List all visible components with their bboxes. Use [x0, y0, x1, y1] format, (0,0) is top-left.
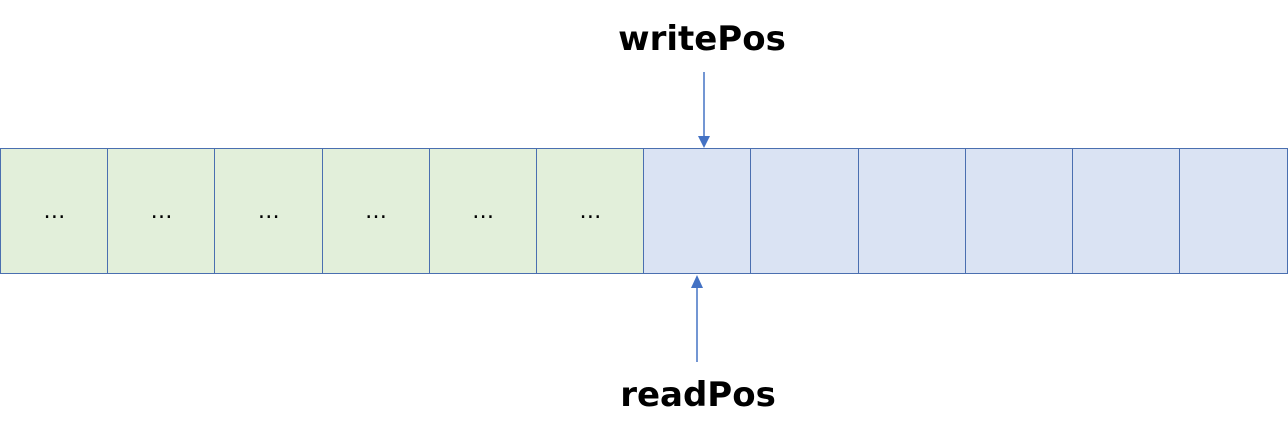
- write-pos-label: writePos: [618, 19, 786, 59]
- read-pos-label: readPos: [620, 375, 776, 415]
- buffer-cell: …: [428, 148, 538, 274]
- buffer-cell: …: [214, 148, 324, 274]
- buffer-cell: [643, 148, 752, 274]
- buffer-cell: …: [107, 148, 216, 274]
- buffer-cell: …: [0, 148, 109, 274]
- write-pos-arrow: [698, 72, 710, 148]
- ring-buffer: ………………: [0, 148, 1288, 274]
- buffer-cell: …: [321, 148, 431, 274]
- buffer-cell: [1179, 148, 1288, 274]
- buffer-cell: …: [536, 148, 645, 274]
- buffer-cell: [857, 148, 967, 274]
- read-pos-arrow: [691, 275, 703, 362]
- buffer-cell: [964, 148, 1074, 274]
- buffer-cell: [1072, 148, 1181, 274]
- buffer-cell: [750, 148, 860, 274]
